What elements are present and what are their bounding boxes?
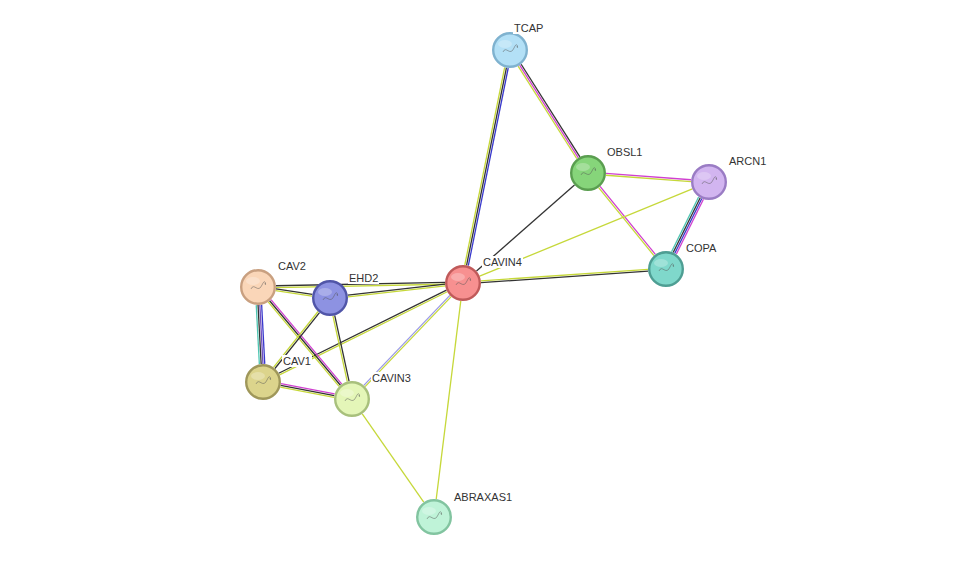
edge-strand <box>256 305 259 364</box>
edge-strand <box>275 313 320 369</box>
node-label: EHD2 <box>348 272 379 284</box>
edge-strand <box>480 189 693 276</box>
edge-strand <box>518 66 577 159</box>
protein-node: ARCN1 <box>691 164 727 200</box>
protein-node: CAVIN4 <box>445 265 481 301</box>
interaction-edge <box>280 384 334 398</box>
interaction-edge <box>348 284 445 297</box>
node-label: CAVIN3 <box>371 372 412 384</box>
edge-strand <box>364 295 450 385</box>
edge-strand <box>481 269 648 281</box>
edge-strand <box>468 68 508 266</box>
node-circle <box>648 251 684 287</box>
node-label: TCAP <box>513 22 544 34</box>
node-label: CAVIN4 <box>482 256 523 268</box>
interaction-edge <box>362 414 423 502</box>
edge-strand <box>477 185 575 271</box>
edge-strand <box>365 297 451 387</box>
interaction-edge <box>477 185 575 271</box>
interaction-edge <box>276 289 313 296</box>
protein-node: CAVIN3 <box>334 381 370 417</box>
protein-node: TCAP <box>492 32 528 68</box>
interaction-edge <box>364 295 451 386</box>
edge-strand <box>276 291 312 297</box>
node-label: OBSL1 <box>606 146 643 158</box>
edge-strand <box>280 292 448 375</box>
edge-strand <box>333 316 347 382</box>
node-circle <box>492 32 528 68</box>
edge-strand <box>362 414 423 502</box>
interaction-edge <box>333 315 349 381</box>
node-circle <box>312 280 348 316</box>
protein-node: CAV2 <box>240 269 276 305</box>
interaction-edge <box>465 67 508 265</box>
edge-strand <box>274 312 319 368</box>
interaction-edge <box>274 312 320 369</box>
interaction-edge <box>480 189 693 276</box>
edge-strand <box>281 385 335 395</box>
edge-strand <box>465 67 505 265</box>
edge-strand <box>520 65 579 158</box>
protein-node: EHD2 <box>312 280 348 316</box>
edge-strand <box>436 301 461 499</box>
interaction-edge <box>599 186 656 255</box>
node-circle <box>245 364 281 400</box>
edge-strand <box>280 387 334 397</box>
node-circle <box>416 499 452 535</box>
interaction-edge <box>606 173 691 181</box>
edge-strand <box>599 188 654 256</box>
protein-node: CAV1 <box>245 364 281 400</box>
protein-node: OBSL1 <box>570 155 606 191</box>
node-label: ABRAXAS1 <box>453 491 513 503</box>
edge-strand <box>348 286 445 297</box>
node-circle <box>445 265 481 301</box>
node-label: COPA <box>685 242 717 254</box>
node-label: CAV2 <box>277 260 307 272</box>
interaction-edge <box>481 269 648 282</box>
edge-strand <box>521 64 580 157</box>
edge-strand <box>335 315 349 381</box>
edge-strand <box>348 284 445 295</box>
interaction-edge <box>436 301 461 499</box>
edge-strand <box>481 271 648 283</box>
edge-strand <box>600 186 655 254</box>
interaction-edge <box>518 64 580 159</box>
protein-node: COPA <box>648 251 684 287</box>
interaction-edge <box>256 305 265 364</box>
node-circle <box>570 155 606 191</box>
node-circle <box>334 381 370 417</box>
node-label: ARCN1 <box>728 155 767 167</box>
edge-strand <box>606 175 691 181</box>
node-label: CAV1 <box>282 355 312 367</box>
edge-strand <box>467 68 507 266</box>
node-circle <box>691 164 727 200</box>
node-circle <box>240 269 276 305</box>
protein-node: ABRAXAS1 <box>416 499 452 535</box>
